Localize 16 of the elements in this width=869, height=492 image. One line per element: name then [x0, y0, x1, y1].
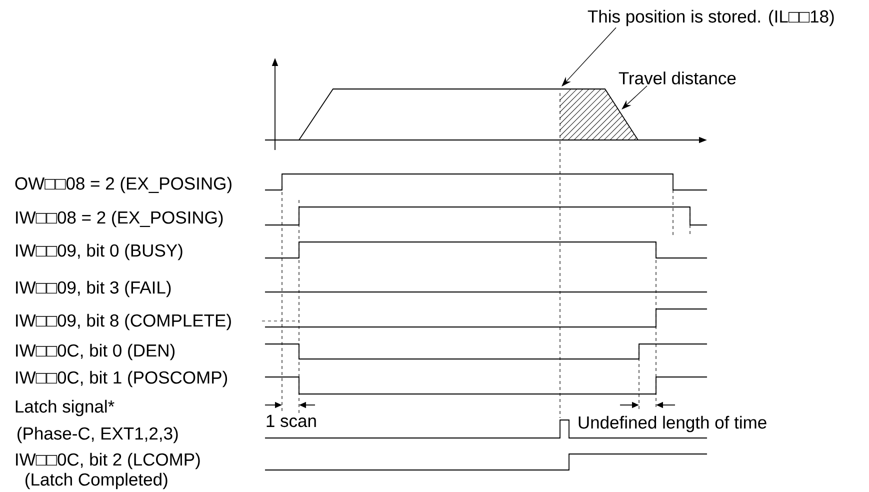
- signal-label: IW□□0C, bit 0 (DEN): [16, 344, 174, 360]
- annotation-text: Travel distance: [618, 72, 736, 84]
- dimension-label: 1 scan: [266, 414, 316, 428]
- signal-label: Latch signal*: [16, 400, 114, 416]
- signal-label: IW□□09, bit 8 (COMPLETE): [16, 314, 231, 330]
- signal-label: IW□□0C, bit 1 (POSCOMP): [16, 370, 228, 388]
- hatched-area: [560, 89, 638, 140]
- signal-label: (Phase-C, EXT1,2,3): [18, 426, 178, 444]
- signal-label: (Latch Completed): [26, 472, 168, 490]
- signal-label: IW□□09, bit 3 (FAIL): [16, 280, 171, 298]
- signal-label: OW□□08 = 2 (EX_POSING): [15, 176, 232, 194]
- annotation-text: This position is stored. (IL□□18): [588, 10, 834, 26]
- dimension-label: Undefined length of time: [578, 416, 766, 432]
- signal-label: IW□□09, bit 0 (BUSY): [16, 244, 182, 260]
- signal-label: IW□□0C, bit 2 (LCOMP): [16, 452, 200, 470]
- signal-label: IW□□08 = 2 (EX_POSING): [16, 210, 223, 228]
